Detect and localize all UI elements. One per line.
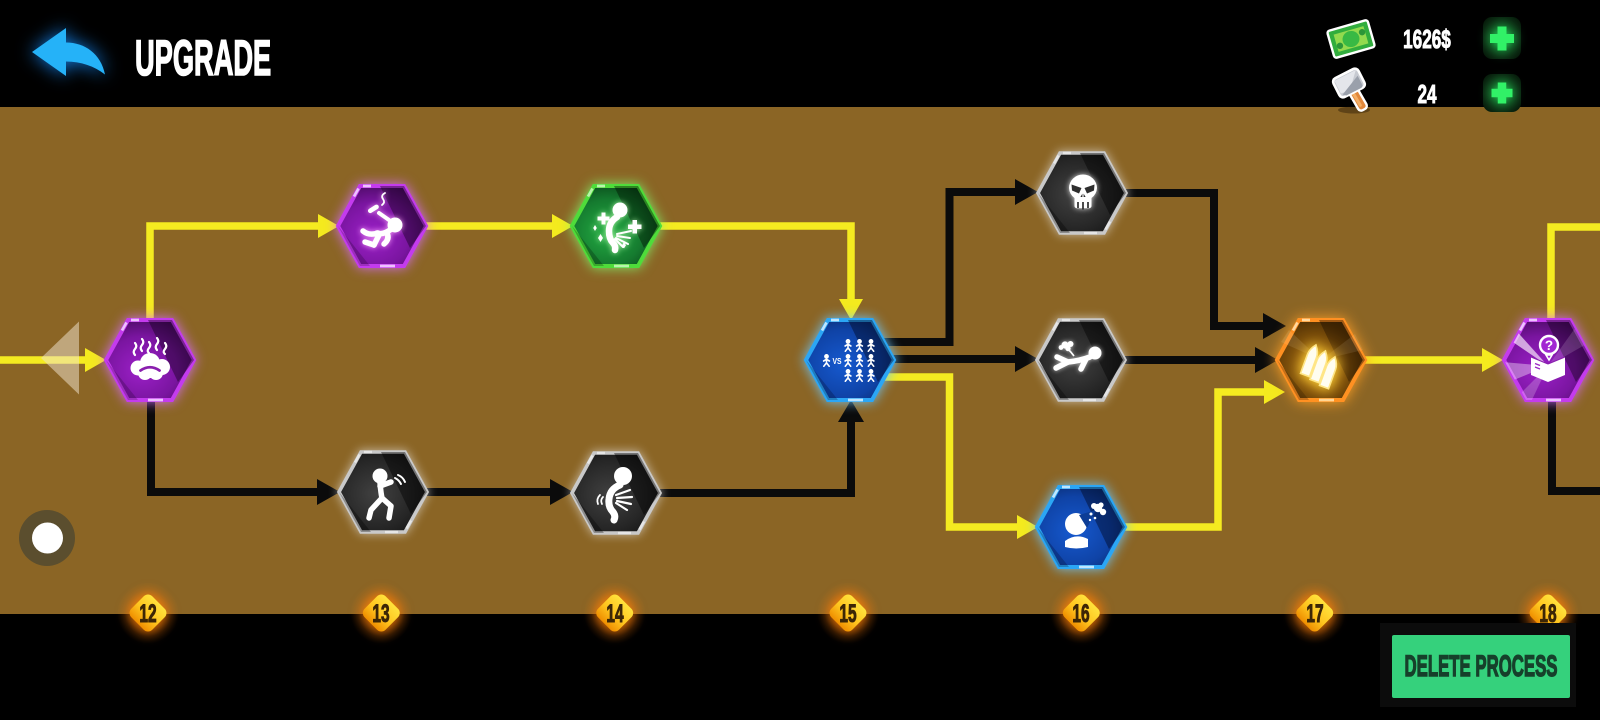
svg-text:DELETE PROCESS: DELETE PROCESS bbox=[1404, 650, 1557, 683]
svg-text:12: 12 bbox=[139, 600, 156, 628]
svg-text:?: ? bbox=[1545, 338, 1553, 353]
svg-text:13: 13 bbox=[372, 600, 389, 628]
svg-text:18: 18 bbox=[1539, 600, 1556, 628]
svg-text:24: 24 bbox=[1417, 79, 1437, 109]
svg-text:15: 15 bbox=[839, 600, 856, 628]
svg-text:VS: VS bbox=[832, 356, 841, 366]
svg-text:UPGRADE: UPGRADE bbox=[135, 30, 271, 86]
svg-text:1626$: 1626$ bbox=[1403, 24, 1451, 54]
svg-text:16: 16 bbox=[1072, 600, 1089, 628]
svg-text:14: 14 bbox=[606, 600, 624, 628]
svg-text:17: 17 bbox=[1306, 600, 1323, 628]
